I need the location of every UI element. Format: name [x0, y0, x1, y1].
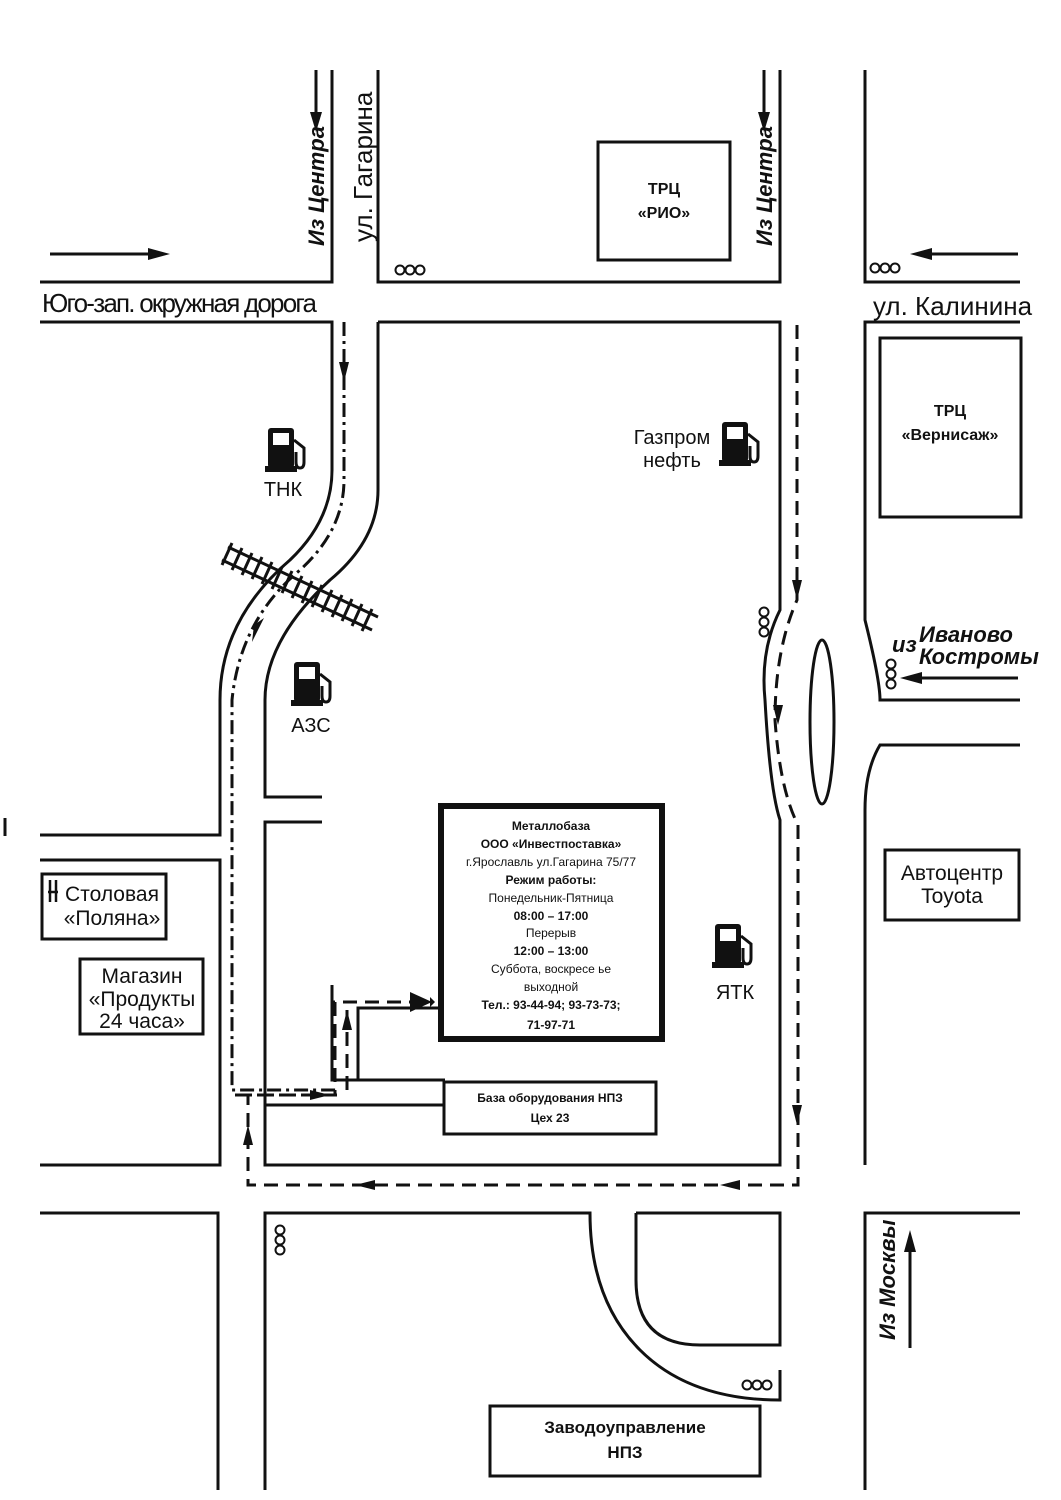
fuel-pump-icon	[289, 660, 332, 708]
plant-label: Заводоуправление	[544, 1418, 705, 1437]
fuel-pump-icon	[263, 426, 306, 474]
fuel-station-gazprom: нефть	[643, 450, 701, 472]
canteen-label: «Поляна»	[64, 907, 161, 930]
roads	[3, 70, 1020, 1490]
break-label: Перерыв	[526, 926, 576, 940]
landmark-shop: Магазин «Продукты 24 часа»	[78, 957, 205, 1036]
landmark-plant-office: Заводоуправление НПЗ	[488, 1404, 762, 1478]
company-address: г.Ярославль ул.Гагарина 75/77	[466, 855, 636, 869]
toyota-label: Автоцентр	[901, 862, 1003, 885]
canteen-label: Столовая	[65, 883, 159, 906]
vernisazh-label: «Вернисаж»	[902, 427, 999, 444]
toyota-label: Toyota	[921, 885, 983, 908]
landmark-vernisazh: ТРЦ «Вернисаж»	[878, 336, 1023, 519]
phones: 71-97-71	[527, 1018, 575, 1032]
landmark-equipment-base: База оборудования НПЗ Цех 23	[442, 1080, 658, 1136]
traffic-light-icon	[394, 264, 426, 276]
weekdays: Понедельник-Пятница	[489, 891, 614, 905]
fuel-station-azs: АЗС	[291, 715, 330, 737]
direction-from-moscow: Из Москвы	[875, 1219, 900, 1340]
routes	[50, 70, 1018, 1348]
shop-label: «Продукты	[89, 988, 196, 1011]
fuel-station-tnk: ТНК	[264, 479, 303, 501]
direction-from-center: Из Центра	[304, 126, 329, 246]
street-gagarina: ул. Гагарина	[348, 91, 378, 242]
direction-from-ivanovo: Иваново	[919, 622, 1013, 647]
destination-info-box: Металлобаза ООО «Инвестпоставка» г.Яросл…	[438, 803, 665, 1042]
hours-label: Режим работы:	[506, 873, 597, 887]
break-hours: 12:00 – 13:00	[514, 944, 589, 958]
traffic-light-icon	[885, 658, 897, 690]
fuel-station-yatk: ЯТК	[716, 982, 755, 1004]
weekday-hours: 08:00 – 17:00	[514, 909, 589, 923]
weekend: выходной	[524, 980, 578, 994]
railway	[220, 542, 379, 632]
company-type: Металлобаза	[512, 819, 591, 833]
rio-label: «РИО»	[638, 205, 691, 222]
fuel-pump-icon	[710, 922, 753, 970]
shop-label: Магазин	[101, 965, 182, 988]
rio-label: ТРЦ	[648, 181, 680, 198]
direction-from-prefix: из	[892, 632, 917, 657]
landmark-rio: ТРЦ «РИО»	[596, 140, 732, 262]
street-ring-road: Юго-зап. окружная дорога	[42, 288, 318, 318]
shop-label: 24 часа»	[99, 1010, 185, 1033]
traffic-light-icon	[274, 1224, 286, 1256]
phones: Тел.: 93-44-94; 93-73-73;	[481, 998, 620, 1012]
equipment-label: База оборудования НПЗ	[477, 1091, 623, 1105]
landmark-canteen: Столовая «Поляна»	[40, 872, 168, 941]
fuel-station-gazprom: Газпром	[634, 427, 711, 449]
company-name: ООО «Инвестпоставка»	[481, 837, 622, 851]
fork-knife-icon	[48, 880, 58, 902]
vernisazh-label: ТРЦ	[934, 403, 966, 420]
traffic-light-icon	[869, 262, 901, 274]
direction-from-kostroma: Костромы	[919, 644, 1039, 669]
weekend: Суббота, воскресе ье	[491, 962, 611, 976]
plant-label: НПЗ	[607, 1443, 642, 1462]
direction-from-center: Из Центра	[752, 126, 777, 246]
traffic-light-icon	[741, 1379, 773, 1391]
traffic-light-icon	[758, 606, 770, 638]
fuel-pump-icon	[717, 420, 760, 468]
equipment-label: Цех 23	[531, 1111, 570, 1125]
landmark-toyota: Автоцентр Toyota	[883, 848, 1021, 922]
street-kalinina: ул. Калинина	[873, 291, 1033, 321]
